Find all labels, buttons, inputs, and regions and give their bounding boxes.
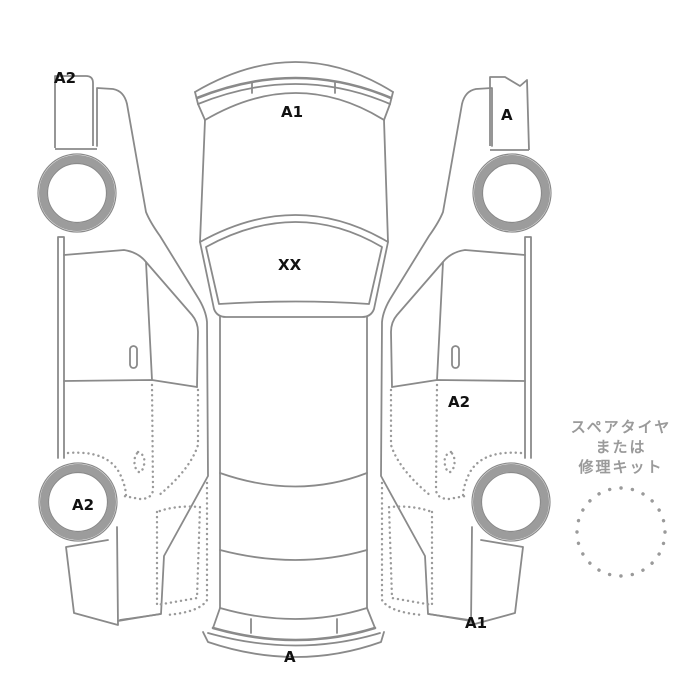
mark-windshield: XX	[278, 256, 302, 274]
hood	[199, 119, 389, 243]
mark-front-bumper: A1	[281, 103, 304, 121]
spare-tire-label-line: スペアタイヤ	[570, 418, 672, 436]
windshield	[199, 214, 389, 318]
roof-and-body	[219, 316, 368, 620]
spare-tire-label: スペアタイヤ または 修理キット	[555, 417, 687, 477]
mark-right-rear-bumper: A1	[465, 614, 488, 632]
spare-tire-icon	[575, 486, 667, 578]
top-rear-bumper	[202, 607, 385, 658]
spare-tire-label-line: 修理キット	[578, 458, 664, 476]
top-front-bumper	[194, 61, 394, 121]
right-side-view	[381, 76, 551, 625]
right-side-body	[381, 88, 551, 625]
mark-rear-bumper: A	[284, 648, 296, 666]
left-front-bumper	[54, 75, 97, 150]
mark-right-front-bumper: A	[501, 106, 513, 124]
spare-tire-label-line: または	[595, 438, 647, 456]
top-view	[194, 61, 394, 658]
left-side-body	[38, 88, 208, 625]
mark-right-rear-door: A2	[448, 393, 471, 411]
left-side-view	[38, 75, 208, 625]
mark-left-rear-wheel: A2	[72, 496, 95, 514]
mark-left-front-bumper: A2	[54, 69, 77, 87]
